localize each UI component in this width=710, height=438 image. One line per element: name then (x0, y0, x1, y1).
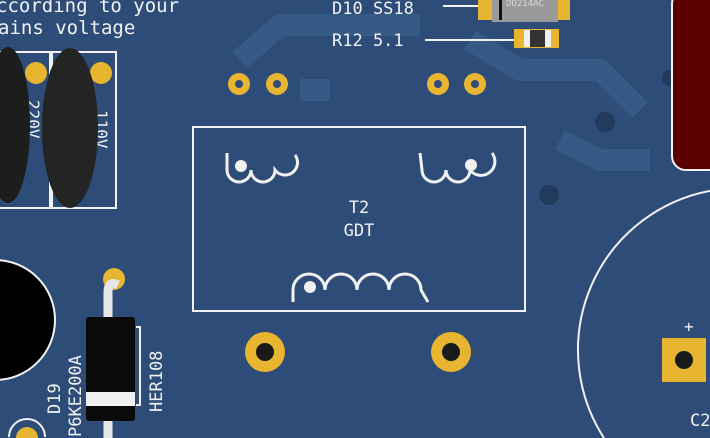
note-text-line1: ccording to your (0, 0, 179, 17)
c2-plus: + (684, 317, 694, 336)
via (539, 185, 559, 205)
bottom-pad (16, 427, 38, 438)
r12-label: R12 5.1 (332, 31, 404, 51)
d19-diode[interactable] (86, 279, 135, 438)
capacitor-body (671, 0, 710, 171)
her108-outline (136, 326, 141, 406)
jumper-wire-110v[interactable] (42, 48, 98, 208)
pad (25, 62, 47, 84)
note-text-line2: ains voltage (0, 17, 135, 39)
c2-outline (577, 189, 710, 438)
d19-value: P6KE200A (66, 355, 86, 437)
d10-diode[interactable]: DO214AC (478, 0, 570, 22)
black-component (0, 259, 56, 381)
t2-ref: T2 (349, 198, 369, 218)
c2-pad-hole (675, 351, 693, 369)
t2-value: GDT (344, 221, 375, 241)
jumper-wire-220v[interactable] (0, 47, 30, 203)
d19-ref: D19 (45, 383, 65, 414)
pad (90, 62, 112, 84)
t2-bottom-pads (245, 332, 471, 372)
t2-transformer[interactable]: T2 GDT (192, 126, 526, 312)
d10-label: D10 SS18 (332, 0, 414, 19)
c2-ref: C2 (690, 411, 710, 431)
her108-label: HER108 (147, 351, 167, 412)
via (595, 112, 615, 132)
bottom-pad-outline (8, 418, 46, 438)
copper-traces (232, 14, 650, 171)
t2-top-pads (228, 73, 486, 95)
r12-resistor[interactable] (514, 29, 559, 48)
d10-package-text: DO214AC (506, 0, 544, 9)
